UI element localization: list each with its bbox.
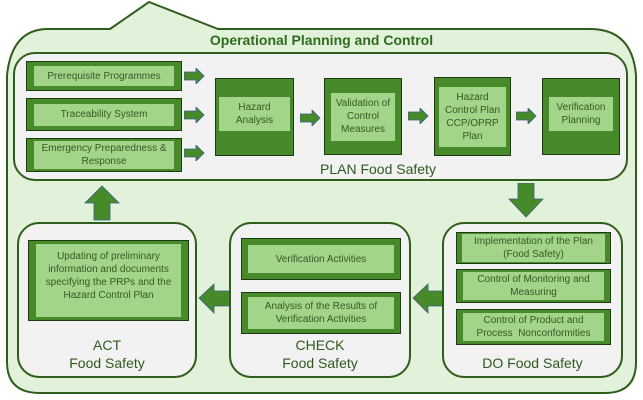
arrow-up-icon xyxy=(84,185,120,221)
check-item-label: Analysis of the Results of Verification … xyxy=(248,297,394,329)
arrow-right-icon xyxy=(516,108,537,124)
arrow-down-icon xyxy=(508,183,544,218)
plan-input-label: Traceability System xyxy=(34,103,174,126)
do-item-nonconformities[interactable]: Control of Product and Process Nonconfor… xyxy=(456,309,611,345)
arrow-right-icon xyxy=(184,107,205,123)
plan-step-label: Hazard Control Plan CCP/OPRP Plan xyxy=(439,86,506,147)
plan-step-label: Hazard Analysis xyxy=(219,97,290,131)
plan-input-label: Prerequisite Programmes xyxy=(34,66,174,86)
arrow-right-icon xyxy=(408,108,429,124)
do-item-monitoring[interactable]: Control of Monitoring and Measuring xyxy=(456,269,611,303)
act-label-line2: Food Safety xyxy=(69,355,145,371)
do-item-label: Implementation of the Plan (Food Safety) xyxy=(462,234,605,262)
check-item-verification-activities[interactable]: Verification Activities xyxy=(241,238,401,280)
check-item-analysis-results[interactable]: Analysis of the Results of Verification … xyxy=(241,292,401,334)
plan-input-label: Emergency Preparedness & Response xyxy=(34,141,174,169)
plan-phase-label: PLAN Food Safety xyxy=(320,161,436,177)
arrow-right-icon xyxy=(184,145,205,161)
act-label-line1: ACT xyxy=(93,337,121,353)
act-item-updating[interactable]: Updating of preliminary information and … xyxy=(28,240,189,321)
plan-step-label: Validation of Control Measures xyxy=(331,92,395,141)
plan-step-verification-planning[interactable]: Verification Planning xyxy=(542,78,620,155)
check-label-line1: CHECK xyxy=(295,337,345,353)
plan-input-traceability-system[interactable]: Traceability System xyxy=(26,98,182,131)
arrow-right-icon xyxy=(300,110,321,126)
do-phase-label: DO Food Safety xyxy=(482,355,583,371)
plan-step-validation[interactable]: Validation of Control Measures xyxy=(324,78,402,155)
plan-step-label: Verification Planning xyxy=(549,97,613,131)
do-item-label: Control of Monitoring and Measuring xyxy=(463,272,604,300)
check-item-label: Verification Activities xyxy=(248,245,394,273)
diagram-title: Operational Planning and Control xyxy=(209,32,434,48)
do-item-label: Control of Product and Process Nonconfor… xyxy=(463,313,604,341)
plan-input-emergency-preparedness[interactable]: Emergency Preparedness & Response xyxy=(26,138,182,172)
check-phase-label: CHECK Food Safety xyxy=(229,336,411,372)
plan-input-prerequisite-programmes[interactable]: Prerequisite Programmes xyxy=(26,61,182,91)
check-label-line2: Food Safety xyxy=(282,355,358,371)
plan-step-hazard-analysis[interactable]: Hazard Analysis xyxy=(215,78,294,156)
act-item-label: Updating of preliminary information and … xyxy=(36,244,181,317)
act-phase-label: ACT Food Safety xyxy=(17,336,197,372)
plan-step-hazard-control-plan[interactable]: Hazard Control Plan CCP/OPRP Plan xyxy=(434,77,511,156)
do-item-implementation[interactable]: Implementation of the Plan (Food Safety) xyxy=(456,232,611,264)
arrow-right-icon xyxy=(184,68,205,84)
